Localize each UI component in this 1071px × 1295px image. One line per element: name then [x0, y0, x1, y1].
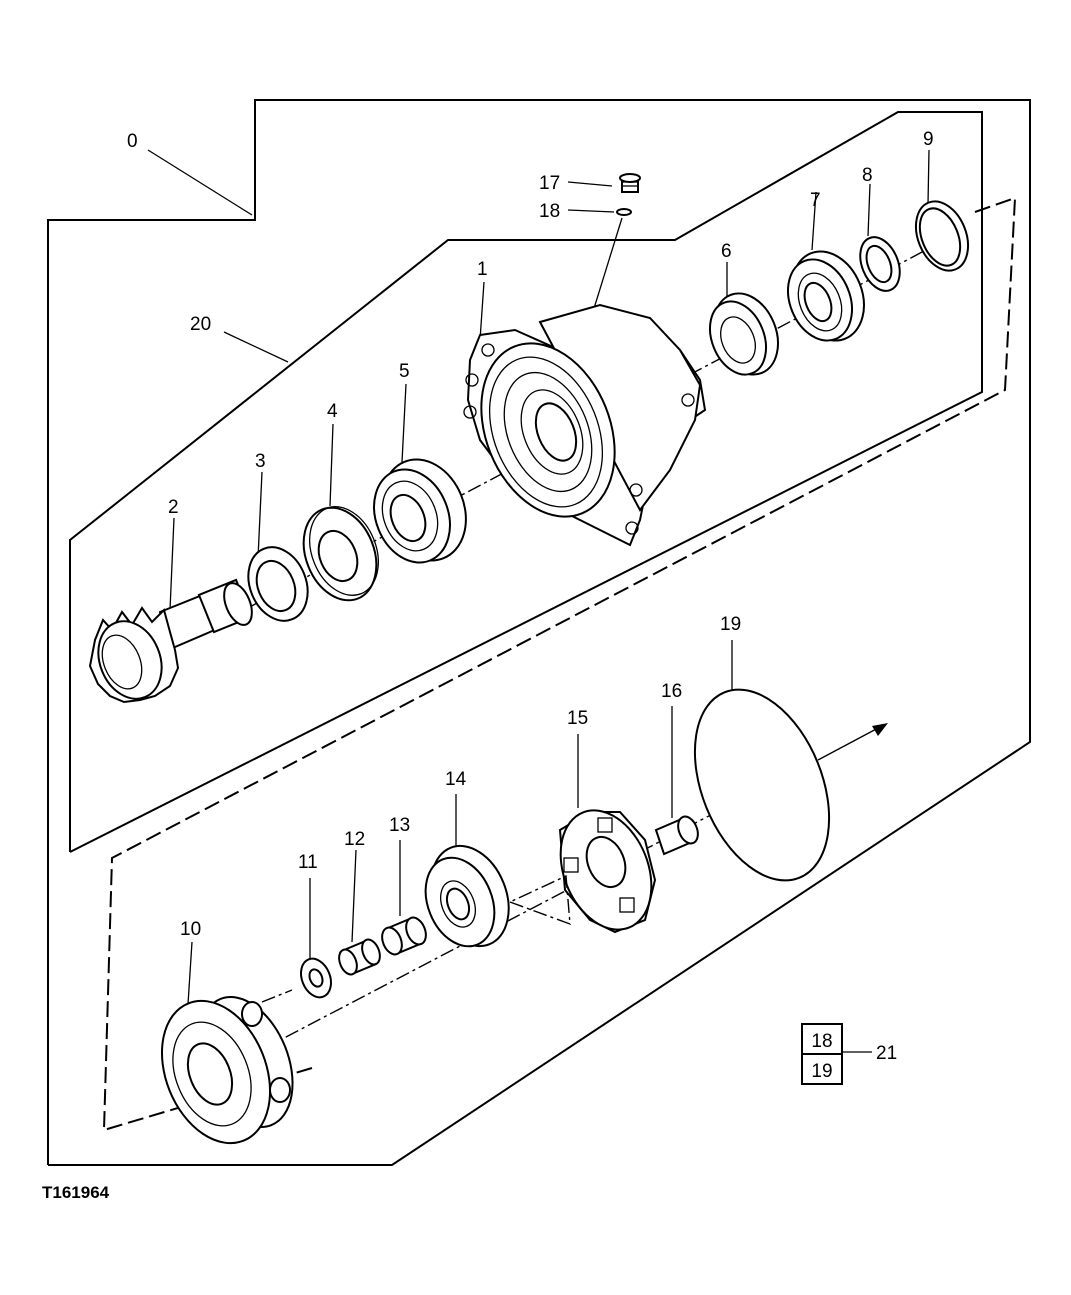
callout-18: 18: [539, 201, 560, 222]
callout-15: 15: [567, 708, 588, 729]
callout-3: 3: [255, 451, 266, 472]
inner-boundary: [69, 111, 983, 853]
callout-13: 13: [389, 815, 410, 836]
retaining-ring-part: [914, 200, 970, 272]
callout-6: 6: [721, 241, 732, 262]
figure-code: T161964: [42, 1183, 110, 1202]
leader-lines: [147, 149, 930, 1053]
seal-washer-part: [302, 506, 379, 602]
callout-17: 17: [539, 173, 560, 194]
callout-7: 7: [810, 190, 821, 211]
callout-16: 16: [661, 681, 682, 702]
ball-bearing-part: [373, 458, 467, 564]
callout-19: 19: [720, 614, 741, 635]
o-ring-small-part: [616, 208, 632, 216]
callout-9: 9: [923, 129, 934, 150]
sun-gear-part: [654, 815, 699, 856]
callout-labels: 0 1 2 3 4 5 6 7 8 9 10 11 12 13 14 15 16…: [127, 129, 934, 940]
thrust-plate-part: [509, 809, 657, 934]
dashed-continuation-line: [102, 196, 1017, 1132]
planet-carrier-part: [160, 996, 294, 1145]
kit-box: 18 19 21: [801, 1023, 897, 1085]
o-ring-large-part: [693, 688, 831, 882]
outer-boundary: [47, 99, 1031, 1166]
needle-bearing-part: [381, 916, 427, 956]
callout-11: 11: [298, 852, 318, 873]
outer-bearing-part: [787, 250, 865, 342]
pinion-shaft-part: [88, 578, 253, 704]
callout-12: 12: [344, 829, 365, 850]
snap-ring-part: [859, 236, 901, 292]
oil-seal-part: [709, 292, 779, 376]
callout-1: 1: [477, 259, 488, 280]
housing-part: [463, 303, 707, 547]
planet-gear-part: [424, 844, 510, 948]
callout-5: 5: [399, 361, 410, 382]
thrust-ring-part: [247, 546, 309, 622]
kit-label-21: 21: [876, 1043, 897, 1064]
callout-8: 8: [862, 165, 873, 186]
callout-10: 10: [180, 919, 201, 940]
thrust-washer-part: [300, 957, 332, 999]
kit-item-18: 18: [811, 1031, 832, 1052]
direction-arrow-icon: [817, 723, 888, 761]
bushing-part: [338, 938, 381, 976]
plug-part: [619, 173, 641, 193]
callout-14: 14: [445, 769, 467, 790]
callout-20: 20: [190, 314, 211, 335]
callout-2: 2: [168, 497, 179, 518]
callout-4: 4: [327, 401, 338, 422]
callout-0: 0: [127, 131, 138, 152]
kit-item-19: 19: [811, 1061, 832, 1082]
